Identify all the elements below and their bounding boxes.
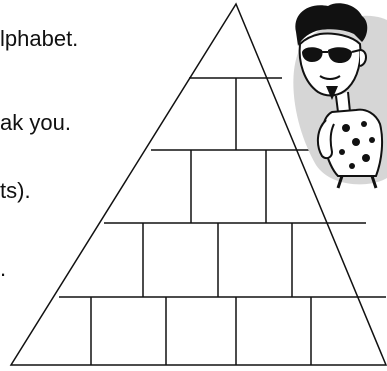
sunglasses-man-cartoon-icon bbox=[276, 0, 387, 190]
